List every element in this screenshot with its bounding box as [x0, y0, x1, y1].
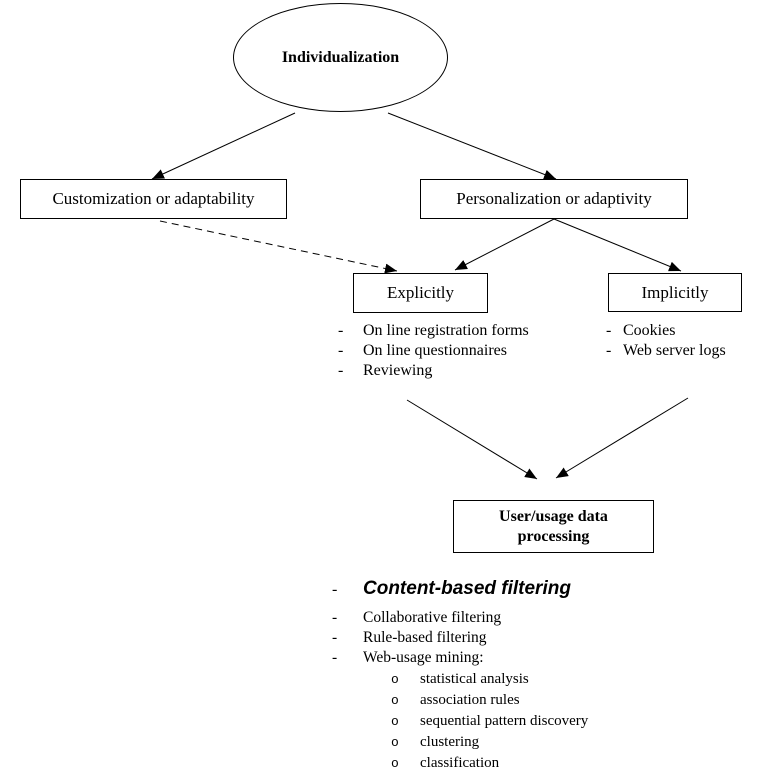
dash-bullet: - [332, 649, 338, 666]
sub-list-item-text: statistical analysis [420, 671, 529, 687]
list-item-text: Cookies [623, 322, 676, 339]
filtering-methods-list: - Collaborative filtering - Rule-based f… [332, 608, 501, 668]
dash-bullet: - [606, 342, 612, 359]
list-item-text: Web-usage mining: [363, 649, 484, 666]
node-customization-label: Customization or adaptability [52, 189, 255, 208]
circle-bullet: o [391, 756, 399, 771]
sub-list-item: o clustering [391, 732, 588, 753]
list-item-text: On line registration forms [363, 322, 529, 339]
list-item: - On line questionnaires [338, 341, 529, 361]
arrow-root-to-personalization [387, 112, 557, 180]
highlighted-item-text: Content-based filtering [363, 578, 571, 599]
implicit-methods-list: - Cookies - Web server logs [606, 321, 726, 361]
node-personalization: Personalization or adaptivity [420, 179, 688, 219]
sub-list-item-text: sequential pattern discovery [420, 713, 589, 729]
sub-list-item-text: association rules [420, 692, 520, 708]
dash-bullet: - [332, 609, 338, 626]
list-item: - Cookies [606, 321, 726, 341]
node-processing-label: User/usage data processing [499, 507, 608, 545]
list-item-text: Collaborative filtering [363, 609, 502, 626]
node-explicitly: Explicitly [353, 273, 488, 313]
sub-list-item-text: clustering [420, 734, 480, 750]
list-item: - Collaborative filtering [332, 608, 501, 628]
list-item-text: Rule-based filtering [363, 629, 487, 646]
content-based-filtering-item: - Content-based filtering [332, 578, 571, 602]
web-usage-techniques-list: o statistical analysis o association rul… [391, 669, 588, 774]
node-personalization-label: Personalization or adaptivity [456, 189, 652, 208]
dashed-arrow-customization-to-explicit [159, 220, 398, 274]
list-item: - Reviewing [338, 361, 529, 381]
arrow-root-to-customization [151, 112, 296, 180]
node-customization: Customization or adaptability [20, 179, 287, 219]
list-item: - Rule-based filtering [332, 628, 501, 648]
circle-bullet: o [391, 693, 399, 708]
circle-bullet: o [391, 672, 399, 687]
arrow-explicit-to-processing [406, 399, 538, 480]
node-individualization: Individualization [233, 3, 448, 112]
node-implicitly-label: Implicitly [641, 282, 709, 302]
dash-bullet: - [332, 581, 338, 598]
dash-bullet: - [338, 362, 344, 379]
list-item-text: On line questionnaires [363, 342, 507, 359]
sub-list-item: o classification [391, 753, 588, 774]
dash-bullet: - [332, 629, 338, 646]
node-user-usage-data-processing: User/usage data processing [453, 500, 654, 553]
list-item: - Web-usage mining: [332, 648, 501, 668]
list-item: - On line registration forms [338, 321, 529, 341]
explicit-methods-list: - On line registration forms - On line q… [338, 321, 529, 381]
node-implicitly: Implicitly [608, 273, 742, 312]
list-item-text: Reviewing [363, 362, 433, 379]
arrow-personalization-to-explicit [454, 218, 555, 271]
dash-bullet: - [338, 342, 344, 359]
list-item: - Web server logs [606, 341, 726, 361]
circle-bullet: o [391, 735, 399, 750]
sub-list-item: o sequential pattern discovery [391, 711, 588, 732]
arrow-implicit-to-processing [555, 397, 689, 479]
circle-bullet: o [391, 714, 399, 729]
node-explicitly-label: Explicitly [386, 283, 455, 302]
dash-bullet: - [606, 322, 612, 339]
dash-bullet: - [338, 322, 344, 339]
sub-list-item: o association rules [391, 690, 588, 711]
sub-list-item: o statistical analysis [391, 669, 588, 690]
arrow-personalization-to-implicit [553, 218, 682, 272]
sub-list-item-text: classification [420, 755, 500, 771]
node-individualization-label: Individualization [281, 48, 400, 66]
list-item-text: Web server logs [623, 342, 726, 359]
